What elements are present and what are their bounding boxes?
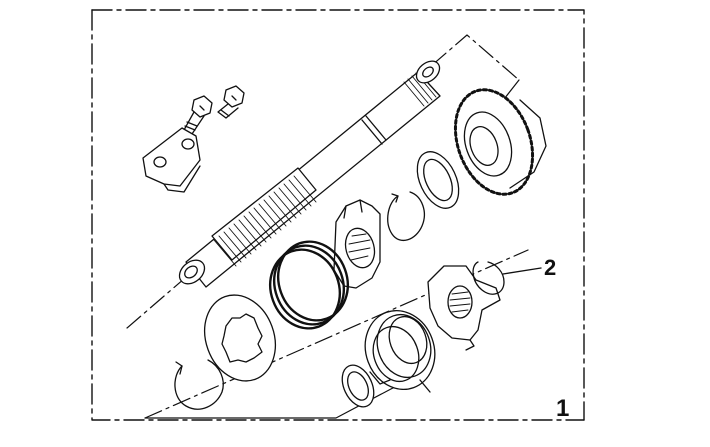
driven-gear: [442, 79, 547, 205]
spring-guide: [428, 266, 500, 350]
spring-coil: [354, 301, 445, 399]
figure-number-1: 1: [556, 395, 570, 422]
circlip-upper: [388, 192, 425, 240]
callout-number-2: 2: [544, 255, 557, 280]
washer-lower: [336, 360, 380, 412]
circlip-lower: [175, 360, 223, 409]
ratchet-wheel: [334, 200, 380, 288]
hex-bolt-right: [218, 86, 244, 118]
stopper-plate: [143, 128, 200, 192]
callout-2-leader: [503, 268, 541, 274]
kickstarter-shaft: [175, 57, 444, 289]
figure-frame: [92, 10, 584, 420]
return-spring-coils: [259, 232, 358, 338]
washer-upper: [409, 145, 467, 215]
hex-bolt-left: [184, 96, 212, 134]
circlip-part-2: [473, 262, 504, 294]
splined-washer: [193, 285, 287, 391]
assembly-leader-lines: [127, 35, 528, 418]
